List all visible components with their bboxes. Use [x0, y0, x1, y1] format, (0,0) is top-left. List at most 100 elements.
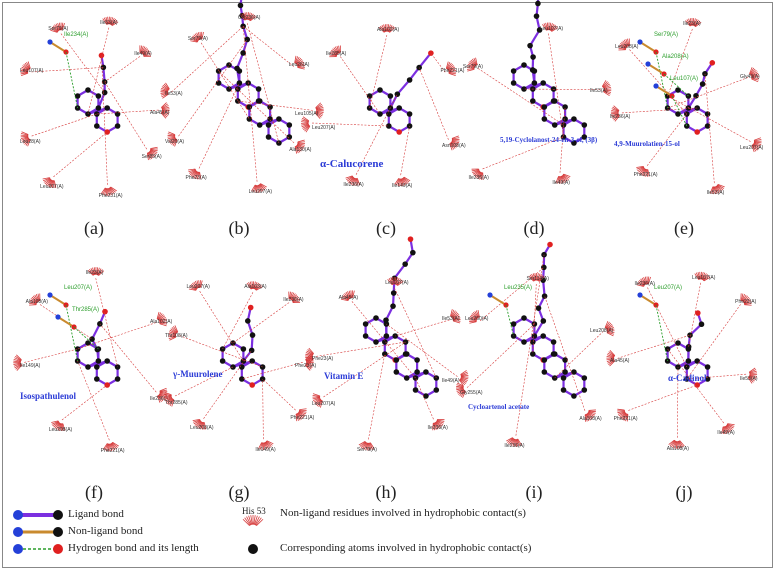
eyelash-spoke — [563, 174, 570, 179]
residue-label: Gly49(A) — [740, 74, 760, 81]
eyelash-arc — [56, 29, 63, 33]
contact-line — [241, 362, 303, 380]
atom — [704, 123, 711, 129]
atom — [562, 104, 568, 110]
eyelash-spoke — [13, 363, 21, 367]
residue-label: Leu260(A) — [465, 316, 489, 323]
eyelash-arc — [585, 410, 590, 415]
eyelash-arc — [478, 168, 483, 174]
eyelash-spoke — [43, 178, 51, 183]
eyelash-spoke — [257, 185, 259, 193]
eyelash-spoke — [461, 373, 469, 376]
eyelash-spoke — [349, 177, 355, 184]
eyelash-spoke — [703, 275, 710, 281]
eyelash-spoke — [255, 284, 262, 291]
eyelash-spoke — [201, 422, 204, 430]
atom — [694, 382, 700, 388]
eyelash-spoke — [51, 26, 59, 32]
eyelash-spoke — [299, 408, 307, 411]
eyelash-spoke — [727, 424, 734, 429]
eyelash-spoke — [196, 32, 200, 40]
eyelash-spoke — [725, 425, 731, 433]
eyelash-spoke — [717, 184, 725, 188]
eyelash-spoke — [319, 400, 323, 408]
hbond-residue-label: Leu207(A) — [654, 285, 683, 291]
residue-label: Phe23(A) — [312, 356, 334, 363]
eyelash-spoke — [305, 357, 313, 360]
eyelash-spoke — [161, 86, 169, 91]
eyelash-spoke — [14, 357, 21, 362]
eyelash-spoke — [466, 68, 475, 70]
eyelash-spoke — [363, 442, 368, 450]
atom — [226, 86, 232, 92]
eyelash-spoke — [146, 152, 149, 161]
contact-line — [394, 287, 437, 379]
eyelash-spoke — [159, 316, 166, 322]
atom — [551, 98, 558, 104]
eyelash-arc — [673, 439, 681, 442]
eyelash-spoke — [643, 169, 647, 177]
residue-eyelash — [456, 382, 466, 398]
eyelash-arc — [546, 29, 553, 32]
eyelash-spoke — [459, 379, 466, 386]
panel-label: (d) — [523, 218, 545, 238]
eyelash-spoke — [751, 71, 758, 76]
eyelash-spoke — [394, 178, 399, 185]
eyelash-spoke — [614, 115, 620, 122]
eyelash-spoke — [358, 441, 366, 446]
atom — [581, 387, 588, 393]
eyelash-arc — [512, 437, 519, 440]
eyelash-spoke — [460, 378, 468, 383]
residue-eyelash — [749, 67, 760, 83]
eyelash-spoke — [191, 37, 198, 42]
eyelash-spoke — [97, 268, 102, 275]
atom — [383, 317, 389, 323]
atom — [510, 321, 517, 327]
eyelash-spoke — [621, 413, 627, 420]
atom — [249, 358, 255, 364]
contact-line — [466, 323, 535, 388]
atom — [571, 393, 577, 399]
eyelash-spoke — [168, 137, 176, 141]
interaction-diagram — [305, 236, 469, 451]
eyelash-spoke — [291, 294, 298, 301]
eyelash-spoke — [471, 169, 479, 172]
eyelash-arc — [740, 300, 745, 305]
eyelash-spoke — [617, 408, 625, 411]
atom — [704, 364, 711, 370]
eyelash-spoke — [162, 93, 169, 99]
atom — [390, 303, 396, 309]
hbond-line — [655, 51, 669, 109]
eyelash-spoke — [169, 329, 177, 334]
eyelash-spoke — [312, 394, 320, 397]
eyelash-spoke — [249, 281, 253, 289]
contact-line — [667, 28, 693, 97]
panel-label: (g) — [228, 482, 250, 502]
eyelash-spoke — [89, 268, 94, 276]
eyelash-spoke — [14, 364, 22, 369]
eyelash-spoke — [112, 442, 118, 448]
eyelash-spoke — [754, 137, 762, 141]
eyelash-arc — [364, 441, 371, 444]
eyelash-spoke — [448, 72, 457, 75]
eyelash-spoke — [301, 123, 309, 126]
eyelash-spoke — [620, 43, 627, 48]
atom — [704, 111, 711, 117]
contact-line — [222, 292, 254, 350]
atom — [685, 343, 692, 350]
eyelash-spoke — [538, 275, 544, 282]
eyelash-spoke — [266, 440, 273, 446]
residue-label: Phe23(A) — [295, 362, 317, 369]
eyelash-spoke — [538, 276, 545, 282]
eyelash-spoke — [297, 65, 305, 67]
eyelash-spoke — [602, 82, 609, 88]
residue-eyelash — [394, 176, 411, 187]
eyelash-spoke — [61, 423, 64, 431]
nonligand-bond — [639, 41, 657, 53]
eyelash-spoke — [251, 184, 256, 192]
eyelash-spoke — [20, 70, 28, 72]
contact-line — [104, 56, 141, 83]
eyelash-spoke — [52, 25, 59, 32]
ligand-bond-atom-right — [53, 510, 63, 520]
eyelash-spoke — [611, 114, 619, 118]
